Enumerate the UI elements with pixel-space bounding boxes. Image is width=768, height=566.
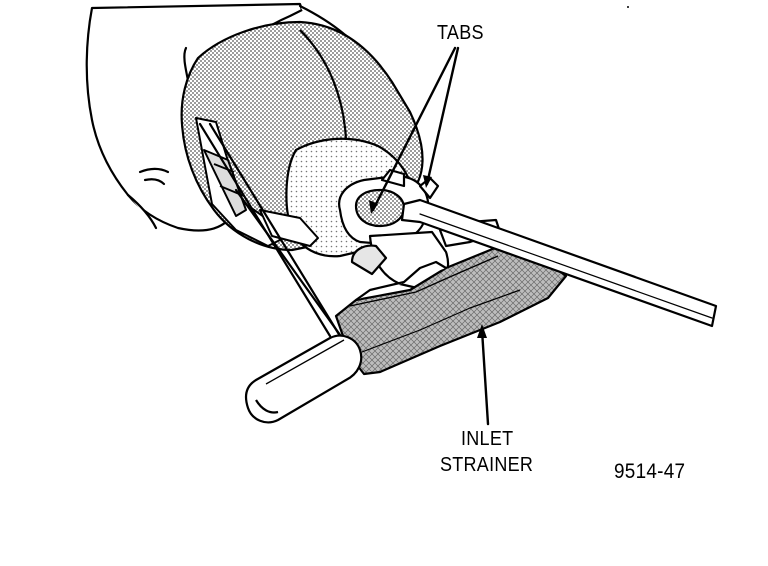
- tabs-label: TABS: [437, 22, 484, 44]
- strainer-label: STRAINER: [440, 454, 534, 476]
- callout-lines: [371, 46, 490, 426]
- tool-handle: [245, 334, 363, 424]
- callout-arrowheads: [369, 175, 487, 338]
- figure-number: 9514-47: [614, 460, 686, 483]
- print-speck: [627, 6, 629, 8]
- tabs-arrowhead-2: [423, 175, 432, 188]
- screwdriver-tool: [400, 198, 718, 328]
- tabs-callout-line-1: [371, 46, 457, 212]
- strainer-arrowhead: [477, 324, 487, 338]
- strainer-callout-line: [480, 328, 490, 426]
- tabs-callout-line-2: [425, 46, 460, 186]
- inlet-label: INLET: [461, 428, 514, 450]
- support-rod: [198, 122, 350, 348]
- tabs-arrowhead-1: [369, 200, 378, 214]
